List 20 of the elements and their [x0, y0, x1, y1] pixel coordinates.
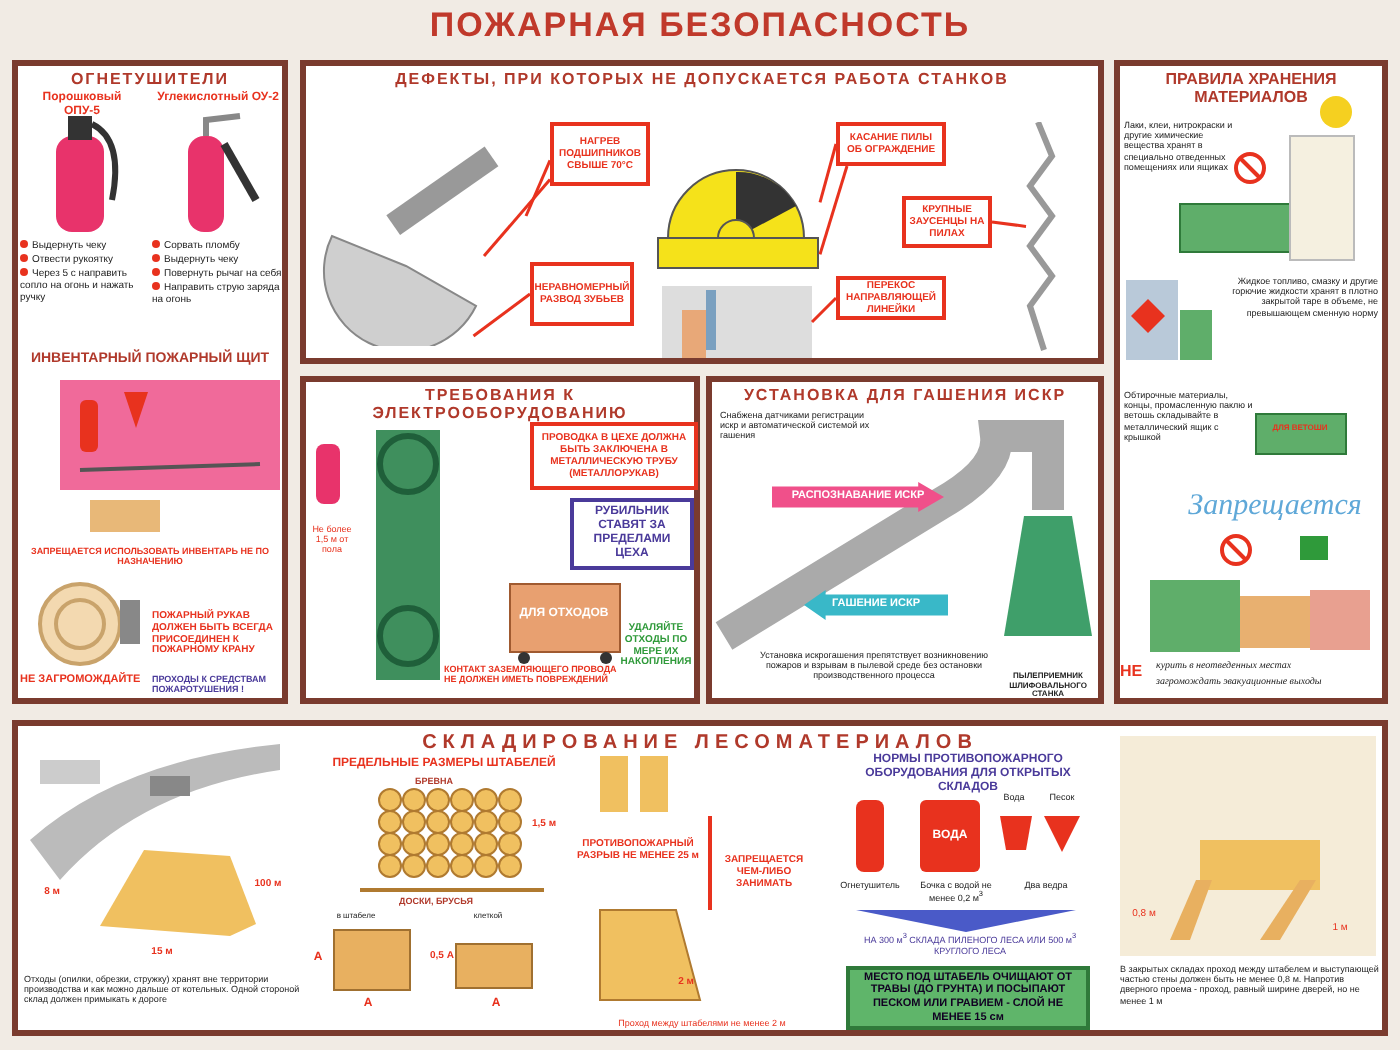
poster-title: ПОЖАРНАЯ БЕЗОПАСНОСТЬ: [427, 6, 973, 46]
leader-line: [818, 143, 838, 203]
panel-heading: СКЛАДИРОВАНИЕ ЛЕСОМАТЕРИАЛОВ: [420, 732, 978, 754]
leader-line: [991, 220, 1027, 228]
leader-line: [472, 292, 531, 338]
prohibition-heading: Запрещается: [1186, 490, 1364, 525]
leader-line: [810, 296, 838, 324]
section-panel: [300, 60, 1104, 364]
panel-heading: ДЕФЕКТЫ, ПРИ КОТОРЫХ НЕ ДОПУСКАЕТСЯ РАБОТА СТАНКОВ: [393, 72, 1011, 90]
saw-tooth-drawing: [1026, 122, 1058, 354]
panel-heading: ТРЕБОВАНИЯ К ЭЛЕКТРООБОРУДОВАНИЮ: [370, 388, 630, 424]
guide-fence-drawing: [662, 286, 812, 358]
panel-heading: УСТАНОВКА ДЛЯ ГАШЕНИЯ ИСКР: [741, 388, 1069, 406]
leader-line: [482, 178, 552, 257]
panel-heading: ПРАВИЛА ХРАНЕНИЯ МАТЕРИАЛОВ: [1163, 72, 1339, 108]
saw-guard-drawing: [656, 166, 820, 270]
panel-heading: ОГНЕТУШИТЕЛИ: [68, 72, 232, 90]
prohibition-word: НЕ: [1120, 662, 1145, 681]
leader-line: [818, 165, 849, 255]
leader-line: [524, 159, 552, 217]
